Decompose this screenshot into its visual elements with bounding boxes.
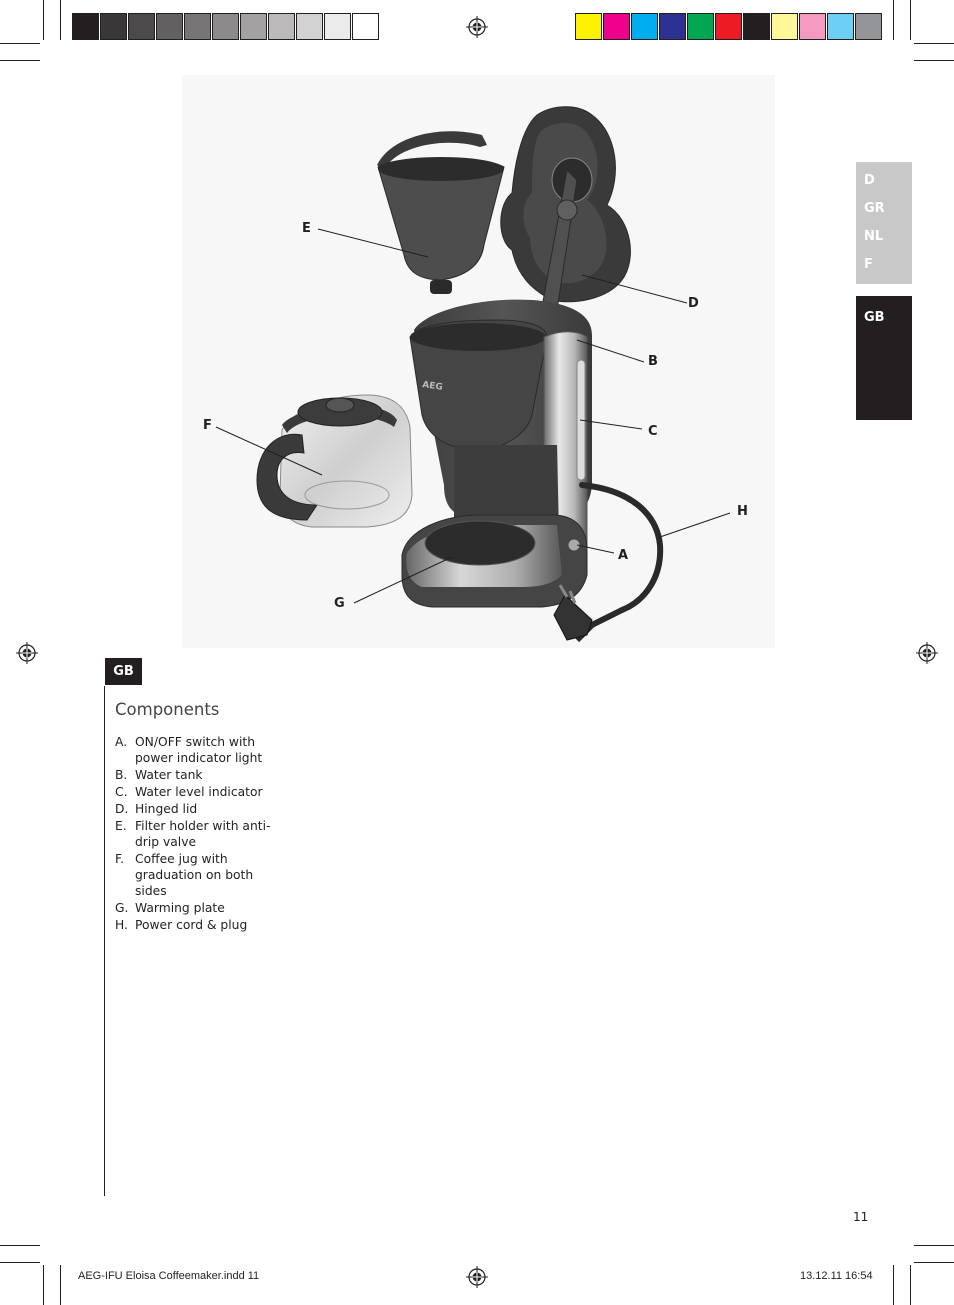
gray-swatch [352, 13, 379, 40]
gray-swatch [324, 13, 351, 40]
component-item: G. Warming plate [115, 900, 275, 916]
language-tabs-inactive: D GR NL F [856, 162, 912, 284]
components-list: A. ON/OFF switch with power indicator lig… [115, 734, 275, 934]
component-item: A. ON/OFF switch with power indicator lig… [115, 734, 275, 766]
component-item: B. Water tank [115, 767, 275, 783]
gray-swatch [240, 13, 267, 40]
color-swatch [743, 13, 770, 40]
component-text: Water tank [135, 768, 203, 782]
registration-mark-icon [466, 1266, 488, 1288]
footer-file-info: AEG-IFU Eloisa Coffeemaker.indd 11 [78, 1270, 260, 1282]
callout-e: E [302, 221, 311, 236]
section-rule [104, 686, 105, 1196]
color-swatch [575, 13, 602, 40]
color-swatch [603, 13, 630, 40]
component-letter: A. [115, 735, 128, 749]
component-letter: B. [115, 768, 128, 782]
gray-swatch [268, 13, 295, 40]
brand-logo: AEG [422, 380, 444, 393]
component-letter: F. [115, 852, 125, 866]
component-letter: G. [115, 901, 129, 915]
registration-mark-icon [466, 16, 488, 38]
component-text: Water level indicator [135, 785, 263, 799]
footer-date-time: 13.12.11 16:54 [800, 1270, 873, 1282]
registration-mark-icon [916, 642, 938, 664]
component-item: D. Hinged lid [115, 801, 275, 817]
language-tab-d: D [864, 173, 875, 188]
gray-swatch [212, 13, 239, 40]
gray-swatch [184, 13, 211, 40]
page-number: 11 [853, 1210, 869, 1224]
language-tab-gr: GR [864, 201, 885, 216]
color-swatch [631, 13, 658, 40]
gray-swatch [156, 13, 183, 40]
component-letter: E. [115, 819, 127, 833]
language-tab-nl: NL [864, 229, 884, 244]
callout-f: F [203, 418, 212, 433]
component-item: F. Coffee jug with graduation on both sid… [115, 851, 275, 899]
color-swatch [799, 13, 826, 40]
component-item: E. Filter holder with anti-drip valve [115, 818, 275, 850]
component-item: C. Water level indicator [115, 784, 275, 800]
language-badge: GB [105, 658, 142, 685]
callout-b: B [648, 354, 658, 369]
gray-swatch [296, 13, 323, 40]
color-swatch [659, 13, 686, 40]
callout-g: G [334, 596, 345, 611]
color-swatch [771, 13, 798, 40]
color-swatch [855, 13, 882, 40]
gray-swatch [100, 13, 127, 40]
callout-c: C [648, 424, 658, 439]
component-text: Warming plate [135, 901, 225, 915]
component-text: Coffee jug with graduation on both sides [135, 852, 254, 898]
component-text: Hinged lid [135, 802, 198, 816]
component-letter: C. [115, 785, 128, 799]
language-tab-gb: GB [864, 310, 885, 325]
callout-d: D [688, 296, 699, 311]
component-letter: D. [115, 802, 129, 816]
coffeemaker-illustration: A E G [215, 106, 731, 643]
color-swatch [687, 13, 714, 40]
gray-swatch [128, 13, 155, 40]
component-item: H. Power cord & plug [115, 917, 275, 933]
language-tab-active: GB [856, 296, 912, 420]
callout-a: A [618, 548, 629, 563]
gray-swatch [72, 13, 99, 40]
section-heading: Components [115, 700, 220, 719]
callout-h: H [737, 504, 748, 519]
color-swatch [827, 13, 854, 40]
language-tab-f: F [864, 257, 873, 272]
color-swatch [715, 13, 742, 40]
component-text: ON/OFF switch with power indicator light [135, 735, 263, 765]
component-text: Filter holder with anti-drip valve [135, 819, 271, 849]
component-text: Power cord & plug [135, 918, 248, 932]
registration-mark-icon [16, 642, 38, 664]
component-letter: H. [115, 918, 128, 932]
